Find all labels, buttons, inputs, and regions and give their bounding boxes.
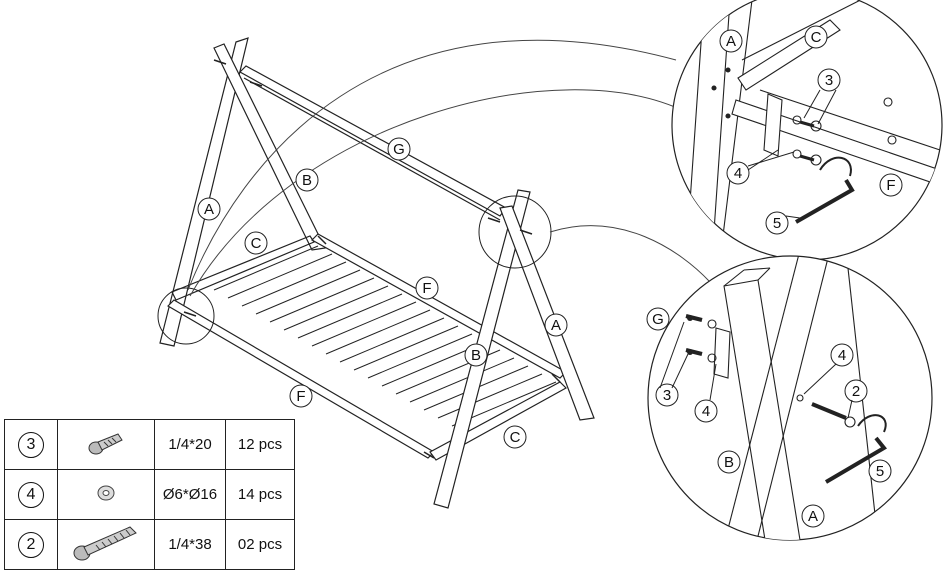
callout-top-5: 5 — [773, 215, 781, 232]
detail-top — [671, 0, 943, 261]
part-number: 3 — [18, 431, 44, 458]
leader-lines — [187, 39, 711, 297]
callout-top-3: 3 — [825, 72, 833, 89]
callout-b-left: B — [302, 172, 312, 189]
part-number: 4 — [18, 481, 44, 508]
table-row: 2 1/4*38 02 pcs — [4, 519, 295, 570]
part-size: 1/4*20 — [154, 419, 226, 470]
callout-labels — [197, 25, 903, 528]
detail-bottom — [647, 255, 933, 541]
washer-icon — [97, 485, 115, 500]
callout-bottom-5: 5 — [876, 463, 884, 480]
callout-b-right: B — [471, 347, 481, 364]
callout-top-a: A — [726, 33, 736, 50]
callout-g: G — [393, 141, 405, 158]
part-number: 2 — [18, 531, 44, 558]
callout-bottom-a: A — [808, 508, 818, 525]
table-row: 4 Ø6*Ø16 14 pcs — [4, 469, 295, 520]
part-size: 1/4*38 — [154, 519, 226, 570]
detail-circle-bottom-left-joint — [157, 287, 215, 345]
callout-c-right: C — [510, 429, 521, 446]
callout-f-top: F — [422, 280, 431, 297]
bolt-short-icon — [88, 432, 123, 454]
callout-bottom-2: 2 — [852, 383, 860, 400]
callout-bottom-3: 3 — [663, 387, 671, 404]
hardware-parts-table: 3 1/4*20 12 pcs 4 Ø6*Ø16 14 pcs 2 — [4, 419, 295, 570]
callout-pointers — [659, 89, 853, 419]
joint-bolts — [183, 59, 561, 459]
callout-a-right: A — [551, 317, 561, 334]
part-size: Ø6*Ø16 — [154, 469, 226, 520]
bolt-long-icon — [73, 525, 137, 560]
callout-top-f: F — [886, 177, 895, 194]
part-qty: 12 pcs — [225, 419, 295, 470]
callout-f-bottom: F — [296, 388, 305, 405]
callout-bottom-b: B — [724, 454, 734, 471]
part-qty: 02 pcs — [225, 519, 295, 570]
table-row: 3 1/4*20 12 pcs — [4, 419, 295, 470]
callout-c-left: C — [251, 235, 262, 252]
callout-top-c: C — [811, 29, 822, 46]
callout-bottom-4-right: 4 — [838, 347, 846, 364]
callout-top-4: 4 — [734, 165, 742, 182]
callout-a-left: A — [204, 201, 214, 218]
callout-bottom-g: G — [652, 311, 664, 328]
part-qty: 14 pcs — [225, 469, 295, 520]
callout-bottom-4-left: 4 — [702, 403, 710, 420]
